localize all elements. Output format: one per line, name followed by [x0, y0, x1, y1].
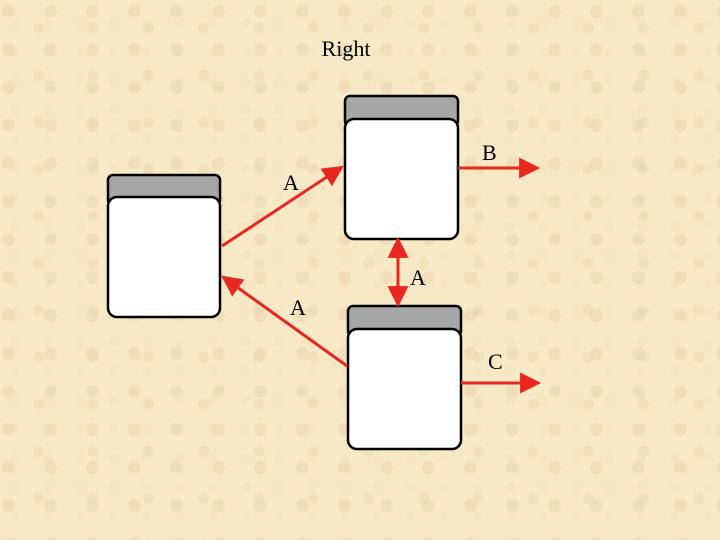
label-edge-top-out: B	[482, 140, 497, 165]
state-box-bottom-body	[346, 327, 463, 451]
state-box-left-body	[106, 195, 222, 319]
label-edge-left-to-top: A	[283, 170, 299, 195]
label-edge-bottom-out: C	[488, 349, 503, 374]
arrow-left-to-top	[221, 165, 344, 248]
state-box-left	[106, 173, 222, 319]
arrow-bottom-to-left	[221, 275, 348, 368]
label-edge-bottom-to-left: A	[290, 295, 306, 320]
label-edge-top-to-bottom: A	[410, 265, 426, 290]
state-box-top	[343, 94, 460, 241]
state-box-bottom	[346, 304, 463, 451]
state-box-top-body	[343, 117, 460, 241]
diagram-title: Right	[321, 36, 371, 61]
